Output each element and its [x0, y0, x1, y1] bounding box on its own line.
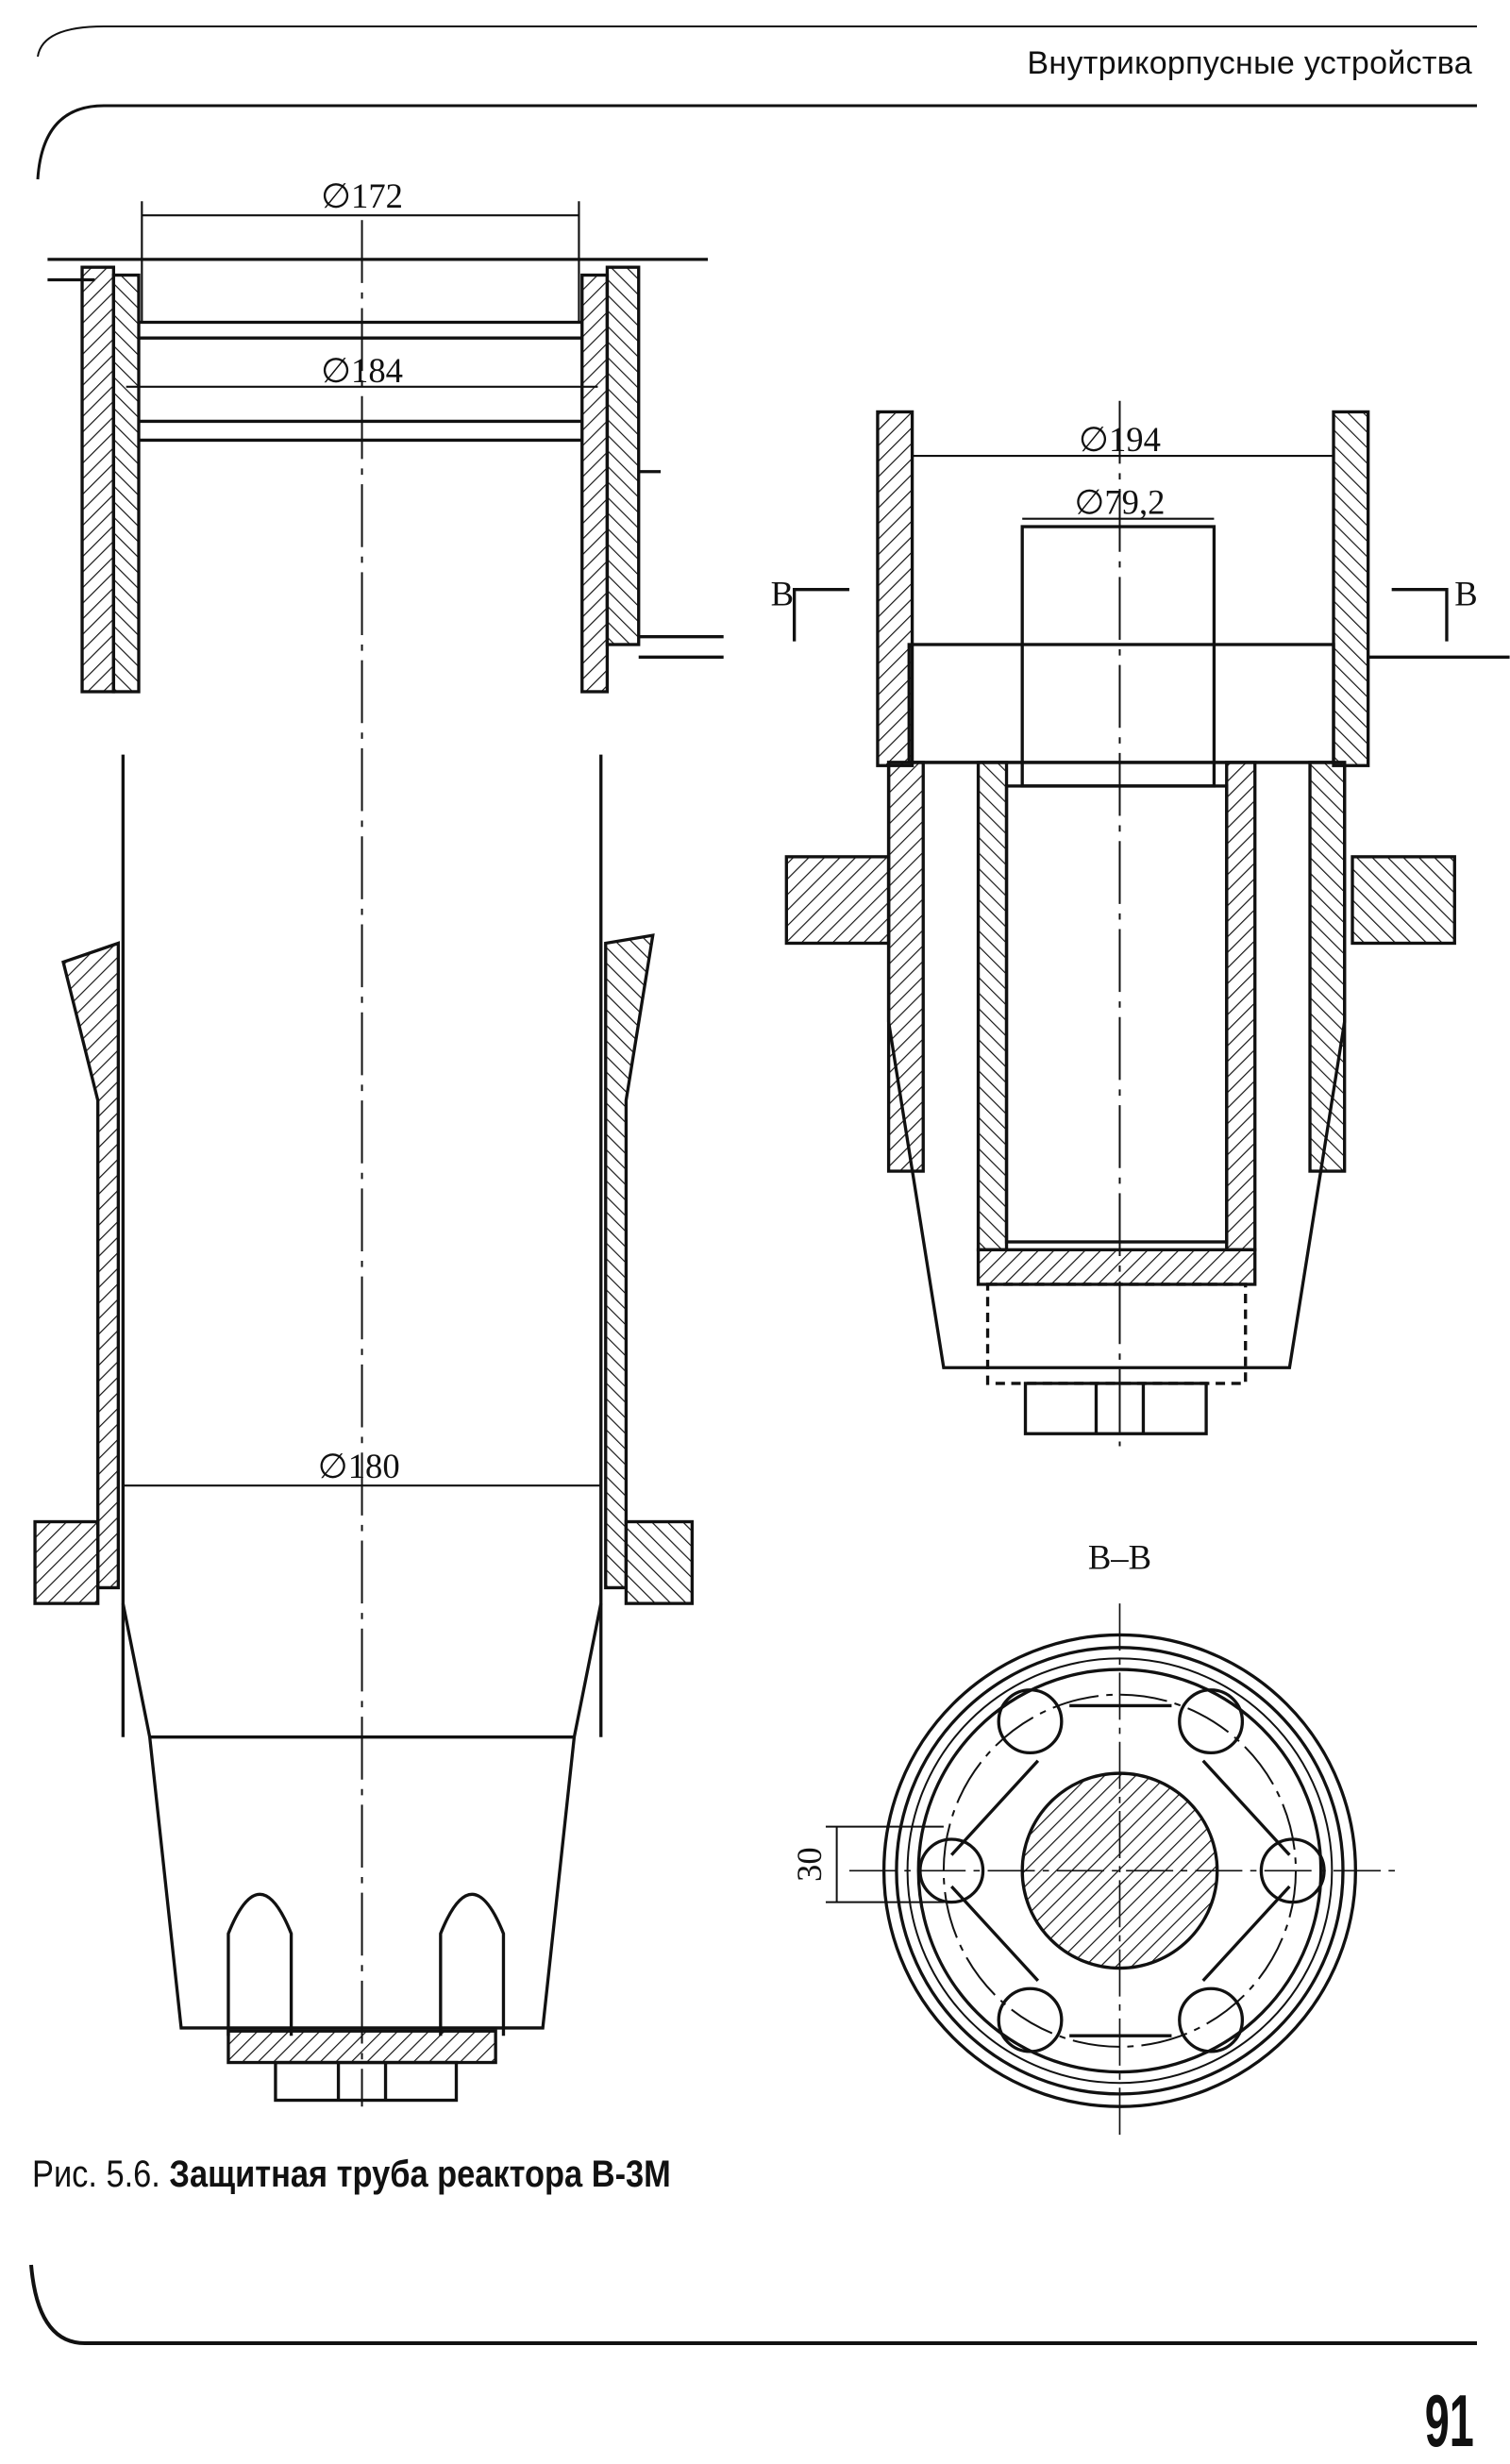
caption-title: Защитная труба реактора В-3М — [169, 2154, 671, 2195]
section-mark-right: B — [1454, 574, 1477, 612]
dim-d194: ∅194 — [1079, 420, 1161, 459]
header-top-curve — [37, 25, 1477, 58]
dim-d184: ∅184 — [321, 351, 403, 390]
page-number: 91 — [1424, 2379, 1474, 2462]
figure-caption: Рис. 5.6. Защитная труба реактора В-3М — [32, 2154, 671, 2196]
running-title: Внутрикорпусные устройства — [1027, 45, 1472, 81]
left-view-top — [47, 201, 724, 694]
caption-prefix: Рис. 5.6. — [32, 2154, 160, 2195]
left-view-body — [33, 754, 695, 2103]
section-b-b — [825, 1603, 1400, 2138]
header-rule — [36, 104, 1477, 180]
dim-30: 30 — [790, 1847, 829, 1882]
right-view — [784, 400, 1510, 1447]
footer-rule — [29, 2264, 1477, 2345]
dim-d172: ∅172 — [321, 176, 403, 215]
dim-d180: ∅180 — [318, 1447, 400, 1485]
dim-d79: ∅79,2 — [1074, 483, 1165, 522]
section-label: B–B — [1088, 1537, 1151, 1576]
section-mark-left: B — [771, 574, 794, 612]
